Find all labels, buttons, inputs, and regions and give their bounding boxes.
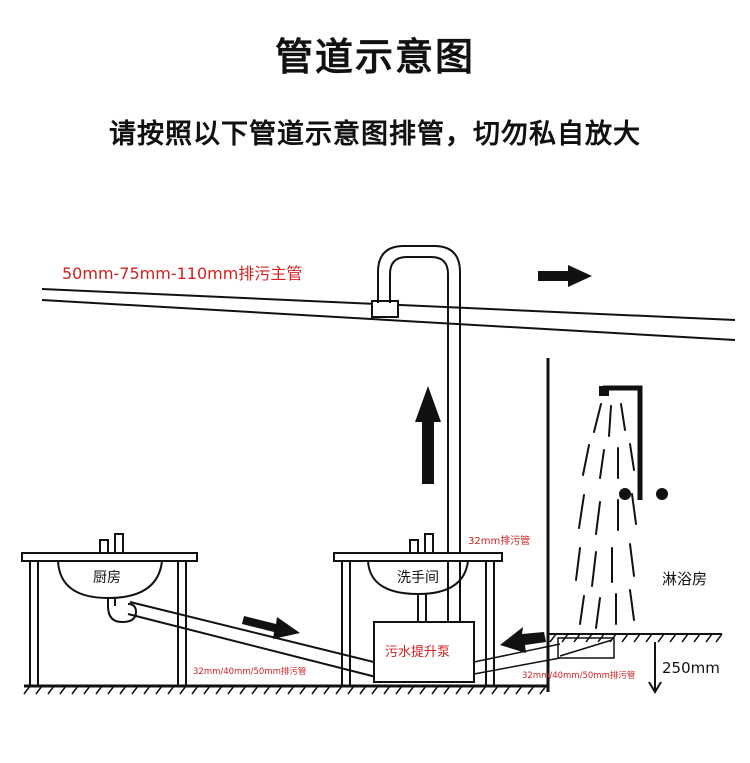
main-pipe-label: 50mm-75mm-110mm排污主管: [62, 264, 302, 283]
washroom-sink: [333, 533, 503, 686]
shower-branch-pipe: [473, 643, 561, 675]
ground: [23, 684, 548, 695]
branch-pipe-right-label: 32mm/40mm/50mm排污管: [522, 670, 635, 681]
kitchen-sink: [21, 533, 198, 686]
riser-pipe: [377, 245, 461, 622]
shower-room-label: 淋浴房: [662, 570, 707, 588]
water-spray: [575, 403, 637, 629]
flow-arrow-up-icon: [415, 386, 441, 484]
flow-arrow-left-icon: [500, 627, 546, 653]
washroom-label: 洗手间: [397, 570, 439, 586]
page-title: 管道示意图: [274, 35, 475, 79]
pipe-joint: [371, 300, 399, 318]
branch-pipe-left-label: 32mm/40mm/50mm排污管: [193, 666, 306, 677]
height-dimension: [648, 642, 662, 694]
flow-arrow-right-lower-icon: [242, 616, 300, 639]
shower-head-icon: [599, 385, 668, 500]
pump-label: 污水提升泵: [385, 644, 450, 660]
page-subtitle: 请按照以下管道示意图排管，切勿私自放大: [109, 119, 641, 150]
floor-height-label: 250mm: [662, 659, 720, 677]
shower-drain: [557, 637, 615, 659]
kitchen-branch-pipe: [127, 601, 383, 679]
sewage-lift-pump: [373, 621, 475, 683]
flow-arrow-right-icon: [538, 265, 592, 287]
kitchen-label: 厨房: [93, 570, 121, 586]
riser-pipe-label: 32mm排污管: [468, 534, 530, 547]
